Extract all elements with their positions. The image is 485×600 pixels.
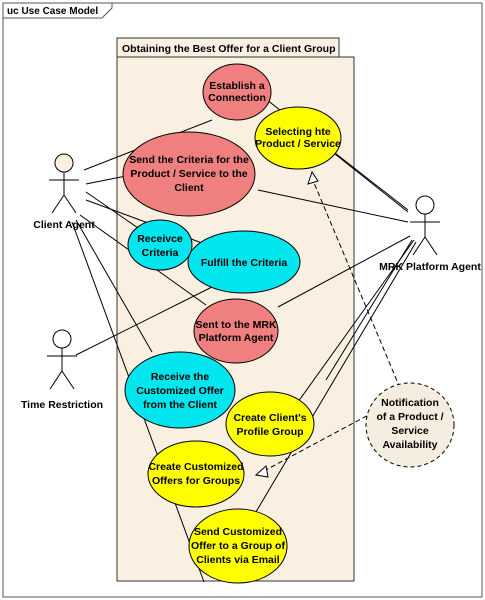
assoc-mrk-sendcriteria — [257, 189, 409, 223]
frame-tag: uc Use Case Model — [7, 6, 98, 17]
actor-client-agent[interactable] — [49, 153, 79, 214]
assoc-client-sendcriteria — [85, 175, 127, 185]
assoc-mrk-sendoffer — [249, 241, 417, 523]
svg-text:Fulfill the Criteria: Fulfill the Criteria — [201, 257, 288, 269]
system-title: Obtaining the Best Offer for a Client Gr… — [122, 43, 336, 55]
system-title-box — [116, 37, 340, 58]
extend-notification-createoffers — [261, 411, 375, 473]
actor-time-restriction-label: Time Restriction — [21, 399, 103, 411]
assoc-time-fulfill — [75, 285, 215, 356]
assoc-client-receiveoffer — [75, 219, 153, 353]
arrowhead-selecting — [307, 170, 319, 185]
extend-notification-selecting — [311, 177, 401, 389]
assoc-mrk-sentmrk — [277, 235, 411, 308]
use-case-fulfill[interactable]: Fulfill the Criteria — [187, 230, 301, 294]
frame-tag-box — [2, 2, 113, 19]
actor-client-agent-label: Client Agent — [33, 219, 95, 231]
actor-time-restriction[interactable] — [47, 329, 77, 390]
actor-mrk-platform-agent[interactable] — [410, 195, 440, 256]
arrowhead-createoffers — [254, 465, 269, 478]
assoc-mrk-selecting — [329, 149, 409, 213]
extend-links — [261, 177, 401, 473]
actor-mrk-platform-agent-label: MRK Platform Agent — [379, 261, 481, 273]
